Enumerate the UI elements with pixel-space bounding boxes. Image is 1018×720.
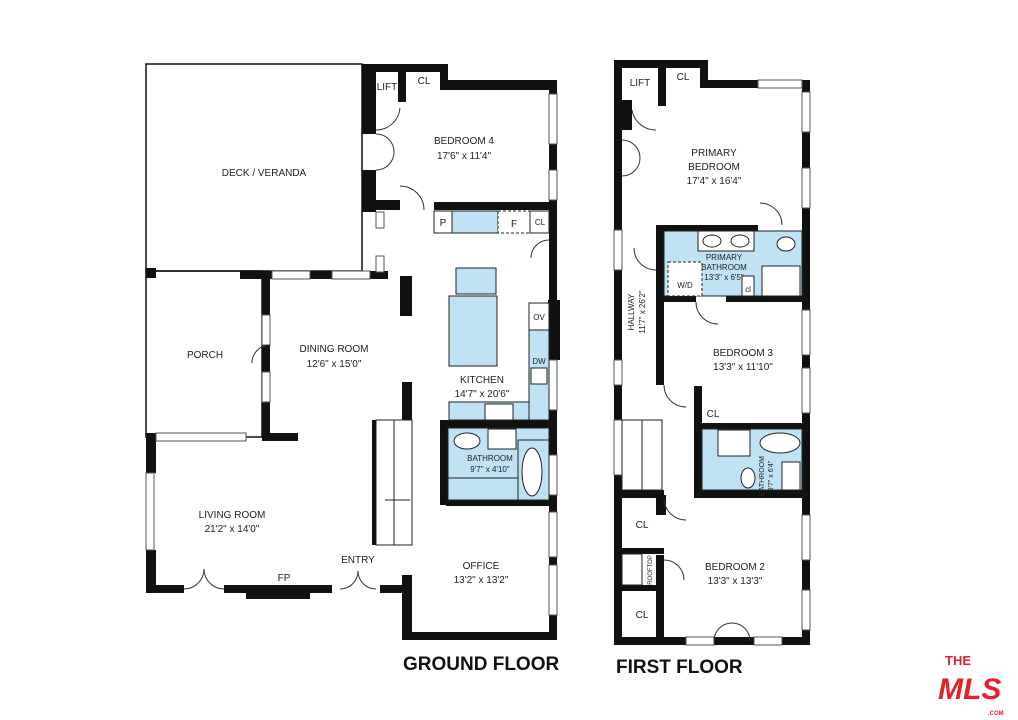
bedroom2-label: BEDROOM 2 [705,562,765,573]
fridge-label: F [511,219,517,230]
svg-text:MLS: MLS [938,673,1001,706]
primary-bedroom-label-1: PRIMARY [691,148,737,159]
ground-doors [183,107,550,590]
bathroom-dims: 9'7" x 4'10" [470,465,510,474]
first-stairs [621,419,663,586]
primary-bath-label-1: PRIMARY [706,253,743,262]
dishwasher-label: DW [532,357,546,366]
primary-bedroom-label-2: BEDROOM [688,162,740,173]
bedroom4-label: BEDROOM 4 [434,136,494,147]
bathroom-label: BATHROOM [467,454,513,463]
ground-floor-title: GROUND FLOOR [403,654,559,675]
closet-label: CL [535,218,546,227]
lift-label: LIFT [630,78,651,89]
washer-dryer-label: W/D [677,281,693,290]
bedroom4-dims: 17'6" x 11'4" [437,151,492,162]
dining-label: DINING ROOM [300,344,369,355]
closet-label: CL [636,610,649,621]
primary-bedroom-dims: 17'4" x 16'4" [687,176,742,187]
kitchen-label: KITCHEN [460,375,504,386]
bathroom-label: BATHROOM [759,456,766,496]
mls-logo: THE MLS .COM [938,653,1004,717]
svg-text:THE: THE [945,653,971,668]
bathroom-label-group: BATHROOM 9'7" x 6'4" [759,456,775,496]
kitchen-fixtures [433,210,550,421]
lift-label: LIFT [377,82,398,93]
fireplace-label: FP [278,573,291,584]
closet-label: CL [418,76,431,87]
pantry-label: P [440,218,447,229]
first-windows [613,79,811,646]
living-dims: 21'2" x 14'0" [205,524,260,535]
first-bathroom [701,428,803,491]
ground-floor: DECK / VERANDA LIFT CL BEDROOM 4 17'6" x… [145,63,560,675]
entry-label: ENTRY [341,555,375,566]
bedroom2-dims: 13'3" x 13'3" [708,576,763,587]
first-doors [621,109,783,642]
first-floor: LIFT CL PRIMARY BEDROOM 17'4" x 16'4" PR… [613,60,811,678]
office-dims: 13'2" x 13'2" [454,575,509,586]
porch-label: PORCH [187,350,223,361]
office-label: OFFICE [463,561,500,572]
primary-bathroom [663,230,803,297]
linen-closet-label: cl [745,285,751,294]
bathroom-dims: 9'7" x 6'4" [768,460,775,491]
ground-bathroom [447,427,550,501]
ground-stairs [372,419,413,546]
bedroom3-dims: 13'3" x 11'10" [713,362,773,373]
primary-bath-label-2: BATHROOM [701,263,747,272]
rooftop-label: ROOFTOP [648,555,654,585]
ground-windows [145,93,558,616]
dining-dims: 12'6" x 15'0" [307,359,362,370]
svg-text:.COM: .COM [988,711,1004,717]
deck-label: DECK / VERANDA [222,168,307,179]
kitchen-dims: 14'7" x 20'6" [455,389,510,400]
closet-label: CL [707,409,720,420]
closet-label: CL [636,520,649,531]
closet-label: CL [677,72,690,83]
first-floor-title: FIRST FLOOR [616,657,743,678]
hallway-dims: 11'7" x 26'2" [638,290,647,333]
hallway-label-group: HALLWAY 11'7" x 26'2" [627,290,647,333]
oven-label: OV [533,313,545,322]
living-label: LIVING ROOM [199,510,266,521]
bedroom3-label: BEDROOM 3 [713,348,773,359]
hallway-label: HALLWAY [627,293,636,330]
primary-bath-dims: 13'3" x 6'5" [704,273,744,282]
